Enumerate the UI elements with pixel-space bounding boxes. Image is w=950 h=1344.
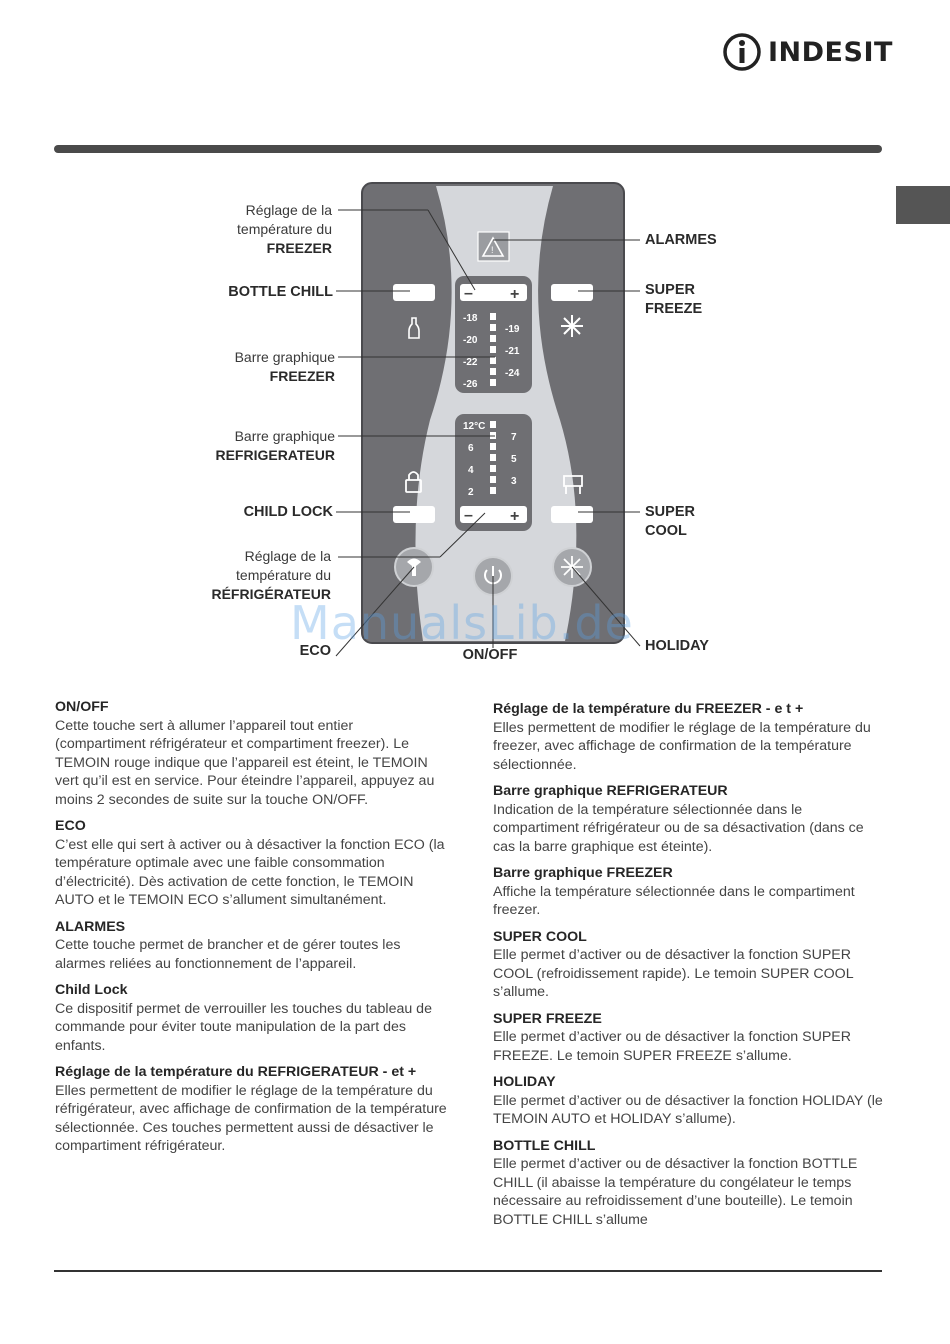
watermark: ManualsLib.de [290, 596, 634, 650]
section-heading: Barre graphique REFRIGERATEUR [493, 783, 728, 799]
label-barre-freezer: Barre graphique FREEZER [234, 349, 335, 384]
fridge-tick-label: 3 [511, 476, 517, 487]
freezer-tick-label: -26 [463, 379, 478, 390]
fridge-minus-plus-button [460, 506, 527, 523]
super-freeze-button [551, 284, 593, 301]
freezer-display [455, 276, 532, 393]
fridge-minus-label: – [464, 507, 473, 524]
freezer-tick-label: -18 [463, 313, 478, 324]
section-heading: ON/OFF [55, 699, 109, 715]
section-heading: SUPER COOL [493, 928, 587, 945]
freezer-minus-plus-button [460, 284, 527, 301]
section-text: Cette touche permet de brancher et de gé… [55, 937, 401, 972]
section-text: Indication de la température sélectionné… [493, 801, 864, 855]
fridge-tick-label: 6 [468, 443, 474, 454]
section-text: Ce dispositif permet de verrouiller les … [55, 1000, 432, 1054]
fridge-tick-label: 7 [511, 432, 517, 443]
freezer-tick-label: -22 [463, 357, 478, 368]
section-heading: SUPER FREEZE [493, 1010, 602, 1027]
section-text: Elle permet d’activer ou de désactiver l… [493, 1092, 883, 1128]
freezer-plus-label: + [510, 286, 519, 303]
bottle-icon [408, 317, 420, 339]
freezer-tick-label: -21 [505, 346, 520, 357]
label-on-off: ON/OFF [462, 647, 518, 663]
section-text: Elles permettent de modifier le réglage … [55, 1082, 447, 1155]
section-heading: Barre graphique FREEZER [493, 865, 673, 881]
section-text: Elle permet d’activer ou de désactiver l… [493, 947, 854, 1000]
lock-icon [405, 471, 422, 493]
fridge-tick-label: 2 [468, 487, 474, 498]
label-reglage-refrigerateur: Réglage de la température du RÉFRIGÉRATE… [211, 548, 331, 602]
top-divider [54, 145, 882, 153]
freezer-tick-label: -24 [505, 368, 520, 379]
section-heading: Child Lock [55, 982, 128, 998]
section-text: C’est elle qui sert à activer ou à désac… [55, 836, 445, 909]
fridge-tick-label: 12°C [463, 421, 485, 432]
section-text: Elles permettent de modifier le réglage … [493, 719, 871, 773]
super-cool-icon [563, 475, 583, 494]
freezer-tick-label: -20 [463, 335, 478, 346]
svg-text:!: ! [491, 245, 494, 255]
left-text-column: ON/OFF Cette touche sert à allumer l’appa… [55, 698, 447, 1164]
label-alarmes: ALARMES [645, 232, 717, 248]
section-text: Affiche la température sélectionnée dans… [493, 883, 855, 919]
leader-lines [335, 209, 641, 657]
right-text-column: Réglage de la température du FREEZER - e… [493, 700, 885, 1237]
super-cool-button [551, 506, 593, 523]
label-child-lock: CHILD LOCK [243, 504, 333, 520]
label-eco: ECO [299, 643, 331, 659]
snowflake-icon [561, 315, 583, 337]
fridge-display [455, 414, 532, 531]
fridge-tick-label: 5 [511, 454, 517, 465]
freezer-bar-graph [490, 313, 496, 386]
label-super-cool: SUPER COOL [645, 504, 695, 539]
section-text: Elle permet d’activer ou de désactiver l… [493, 1029, 852, 1064]
label-super-freeze: SUPER FREEZE [645, 282, 703, 317]
label-barre-refrigerateur: Barre graphique REFRIGERATEUR [215, 428, 335, 463]
label-reglage-freezer: Réglage de la température du FREEZER [237, 202, 332, 256]
fridge-tick-label: 4 [468, 465, 474, 476]
freezer-tick-label: -19 [505, 324, 520, 335]
bottom-divider [54, 1270, 882, 1272]
alarm-icon [481, 236, 505, 257]
indesit-logo-icon [723, 33, 761, 71]
label-holiday: HOLIDAY [645, 638, 709, 654]
section-heading: Réglage de la température du REFRIGERATE… [55, 1064, 417, 1080]
section-text: Elle permet d’activer ou de désactiver l… [493, 1156, 858, 1228]
section-heading: ECO [55, 818, 86, 834]
control-panel-diagram: ! – + -18 -20 -22 -26 -19 -21 -24 12°C 6 4 2 … [335, 182, 641, 657]
freezer-minus-label: – [464, 285, 473, 302]
bottle-chill-button [393, 284, 435, 301]
section-tab [896, 186, 950, 224]
brand-name: INDESIT [768, 36, 893, 68]
fridge-tick-labels: 12°C 6 4 2 7 5 3 [463, 421, 517, 498]
section-text: Cette touche sert à allumer l’appareil t… [55, 717, 435, 808]
section-heading: Réglage de la température du FREEZER - e… [493, 701, 804, 717]
section-heading: HOLIDAY [493, 1074, 556, 1090]
freezer-tick-labels: -18 -20 -22 -26 -19 -21 -24 [463, 313, 520, 390]
brand-logo: INDESIT [722, 32, 893, 72]
child-lock-button [393, 506, 435, 523]
section-heading: BOTTLE CHILL [493, 1137, 596, 1154]
section-heading: ALARMES [55, 918, 126, 935]
fridge-plus-label: + [510, 508, 519, 525]
label-bottle-chill: BOTTLE CHILL [228, 284, 333, 300]
